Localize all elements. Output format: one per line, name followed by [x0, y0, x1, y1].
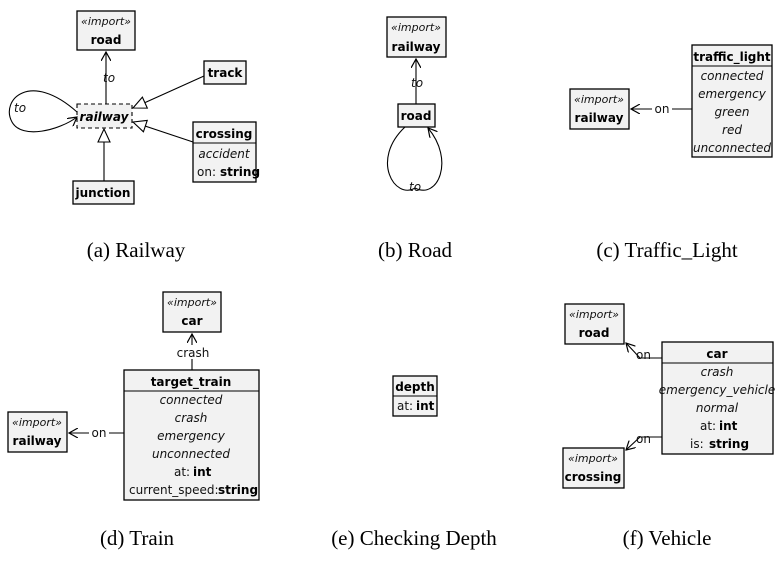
caption: (e) Checking Depth	[331, 526, 497, 550]
class-junction: junction	[72, 180, 135, 205]
association-on-road	[626, 343, 662, 359]
self-association-to	[386, 126, 443, 191]
class-target-train: target_train connected crash emergency u…	[123, 369, 260, 501]
literal: emergency	[157, 429, 226, 443]
panel-vehicle: «import» road «import» crossing car cras…	[562, 303, 775, 550]
class-name: depth	[395, 380, 435, 394]
class-railway-abstract: railway	[76, 103, 133, 129]
class-name: crossing	[565, 470, 622, 484]
class-depth: depth at: int	[392, 375, 438, 417]
class-name: railway	[575, 111, 624, 125]
panel-train: «import» car target_train connected cras…	[7, 291, 260, 550]
self-association-to	[8, 90, 77, 133]
association-label-on: on	[636, 432, 651, 446]
literal: accident	[198, 147, 250, 161]
literal: crash	[175, 411, 208, 425]
class-track: track	[203, 60, 247, 85]
literal: unconnected	[152, 447, 230, 461]
association-label-to: to	[411, 76, 423, 90]
literal: red	[722, 123, 742, 137]
literal: emergency	[698, 87, 767, 101]
literal: emergency_vehicle	[659, 383, 775, 397]
literal: crash	[701, 365, 734, 379]
attribute-type: int	[719, 419, 738, 433]
stereotype-label: «import»	[12, 416, 62, 429]
class-railway-import: «import» railway	[386, 16, 447, 58]
attribute-type: int	[193, 465, 212, 479]
class-name: railway	[13, 434, 62, 448]
caption: (c) Traffic_Light	[596, 238, 738, 262]
caption: (f) Vehicle	[623, 526, 712, 550]
class-name: road	[579, 326, 610, 340]
class-road-import: «import» road	[564, 303, 625, 345]
literal: green	[715, 105, 750, 119]
attribute-type: int	[416, 399, 435, 413]
panel-checking-depth: depth at: int (e) Checking Depth	[331, 375, 497, 550]
association-label-to: to	[103, 71, 115, 85]
association-label-on: on	[92, 426, 107, 440]
literal: connected	[701, 69, 764, 83]
association-on-crossing	[626, 436, 662, 450]
attribute-type: string	[218, 483, 258, 497]
class-car: car crash emergency_vehicle normal at: i…	[659, 341, 775, 455]
class-name: crossing	[196, 127, 253, 141]
class-name: railway	[392, 40, 441, 54]
literal: normal	[696, 401, 739, 415]
attribute-name: at:	[174, 465, 190, 479]
class-road: road	[397, 103, 436, 128]
caption: (a) Railway	[87, 238, 186, 262]
class-traffic-light: traffic_light connected emergency green …	[691, 44, 773, 158]
class-name: target_train	[151, 375, 232, 390]
literal: connected	[160, 393, 223, 407]
self-association-label-to: to	[409, 180, 421, 194]
stereotype-label: «import»	[81, 15, 131, 28]
panel-road: «import» railway road to to (b) Road	[378, 16, 453, 262]
class-crossing-import: «import» crossing	[562, 447, 625, 489]
attribute-name: at:	[700, 419, 716, 433]
class-railway-import: «import» railway	[569, 88, 630, 130]
association-label-crash: crash	[177, 346, 210, 360]
class-crossing: crossing accident on: string	[192, 121, 260, 183]
class-car-import: «import» car	[162, 291, 222, 333]
literal: unconnected	[693, 141, 771, 155]
attribute-name: at:	[397, 399, 413, 413]
stereotype-label: «import»	[574, 93, 624, 106]
attribute-type: string	[709, 437, 749, 451]
class-name: road	[401, 109, 432, 123]
caption: (d) Train	[100, 526, 175, 550]
association-label-on: on	[655, 102, 670, 116]
class-name: car	[181, 314, 202, 328]
panel-traffic-light: «import» railway traffic_light connected…	[569, 44, 773, 262]
class-railway-import: «import» railway	[7, 411, 68, 453]
stereotype-label: «import»	[569, 308, 619, 321]
generalization-crossing	[131, 119, 194, 143]
class-road-import: «import» road	[76, 10, 136, 51]
attribute-type: string	[220, 165, 260, 179]
attribute-name: on:	[197, 165, 216, 179]
class-name: railway	[80, 110, 130, 124]
attribute-name: current_speed:	[129, 483, 219, 497]
self-association-label-to: to	[14, 101, 26, 115]
caption: (b) Road	[378, 238, 453, 262]
stereotype-label: «import»	[568, 452, 618, 465]
stereotype-label: «import»	[167, 296, 217, 309]
class-name: junction	[75, 186, 131, 200]
class-name: track	[208, 66, 244, 80]
association-label-on: on	[636, 348, 651, 362]
class-name: road	[91, 33, 122, 47]
panel-railway: «import» road railway to to track crossi…	[8, 10, 260, 262]
class-name: traffic_light	[693, 50, 771, 65]
attribute-name: is:	[690, 437, 704, 451]
class-name: car	[706, 347, 727, 361]
generalization-track	[131, 75, 205, 109]
stereotype-label: «import»	[391, 21, 441, 34]
